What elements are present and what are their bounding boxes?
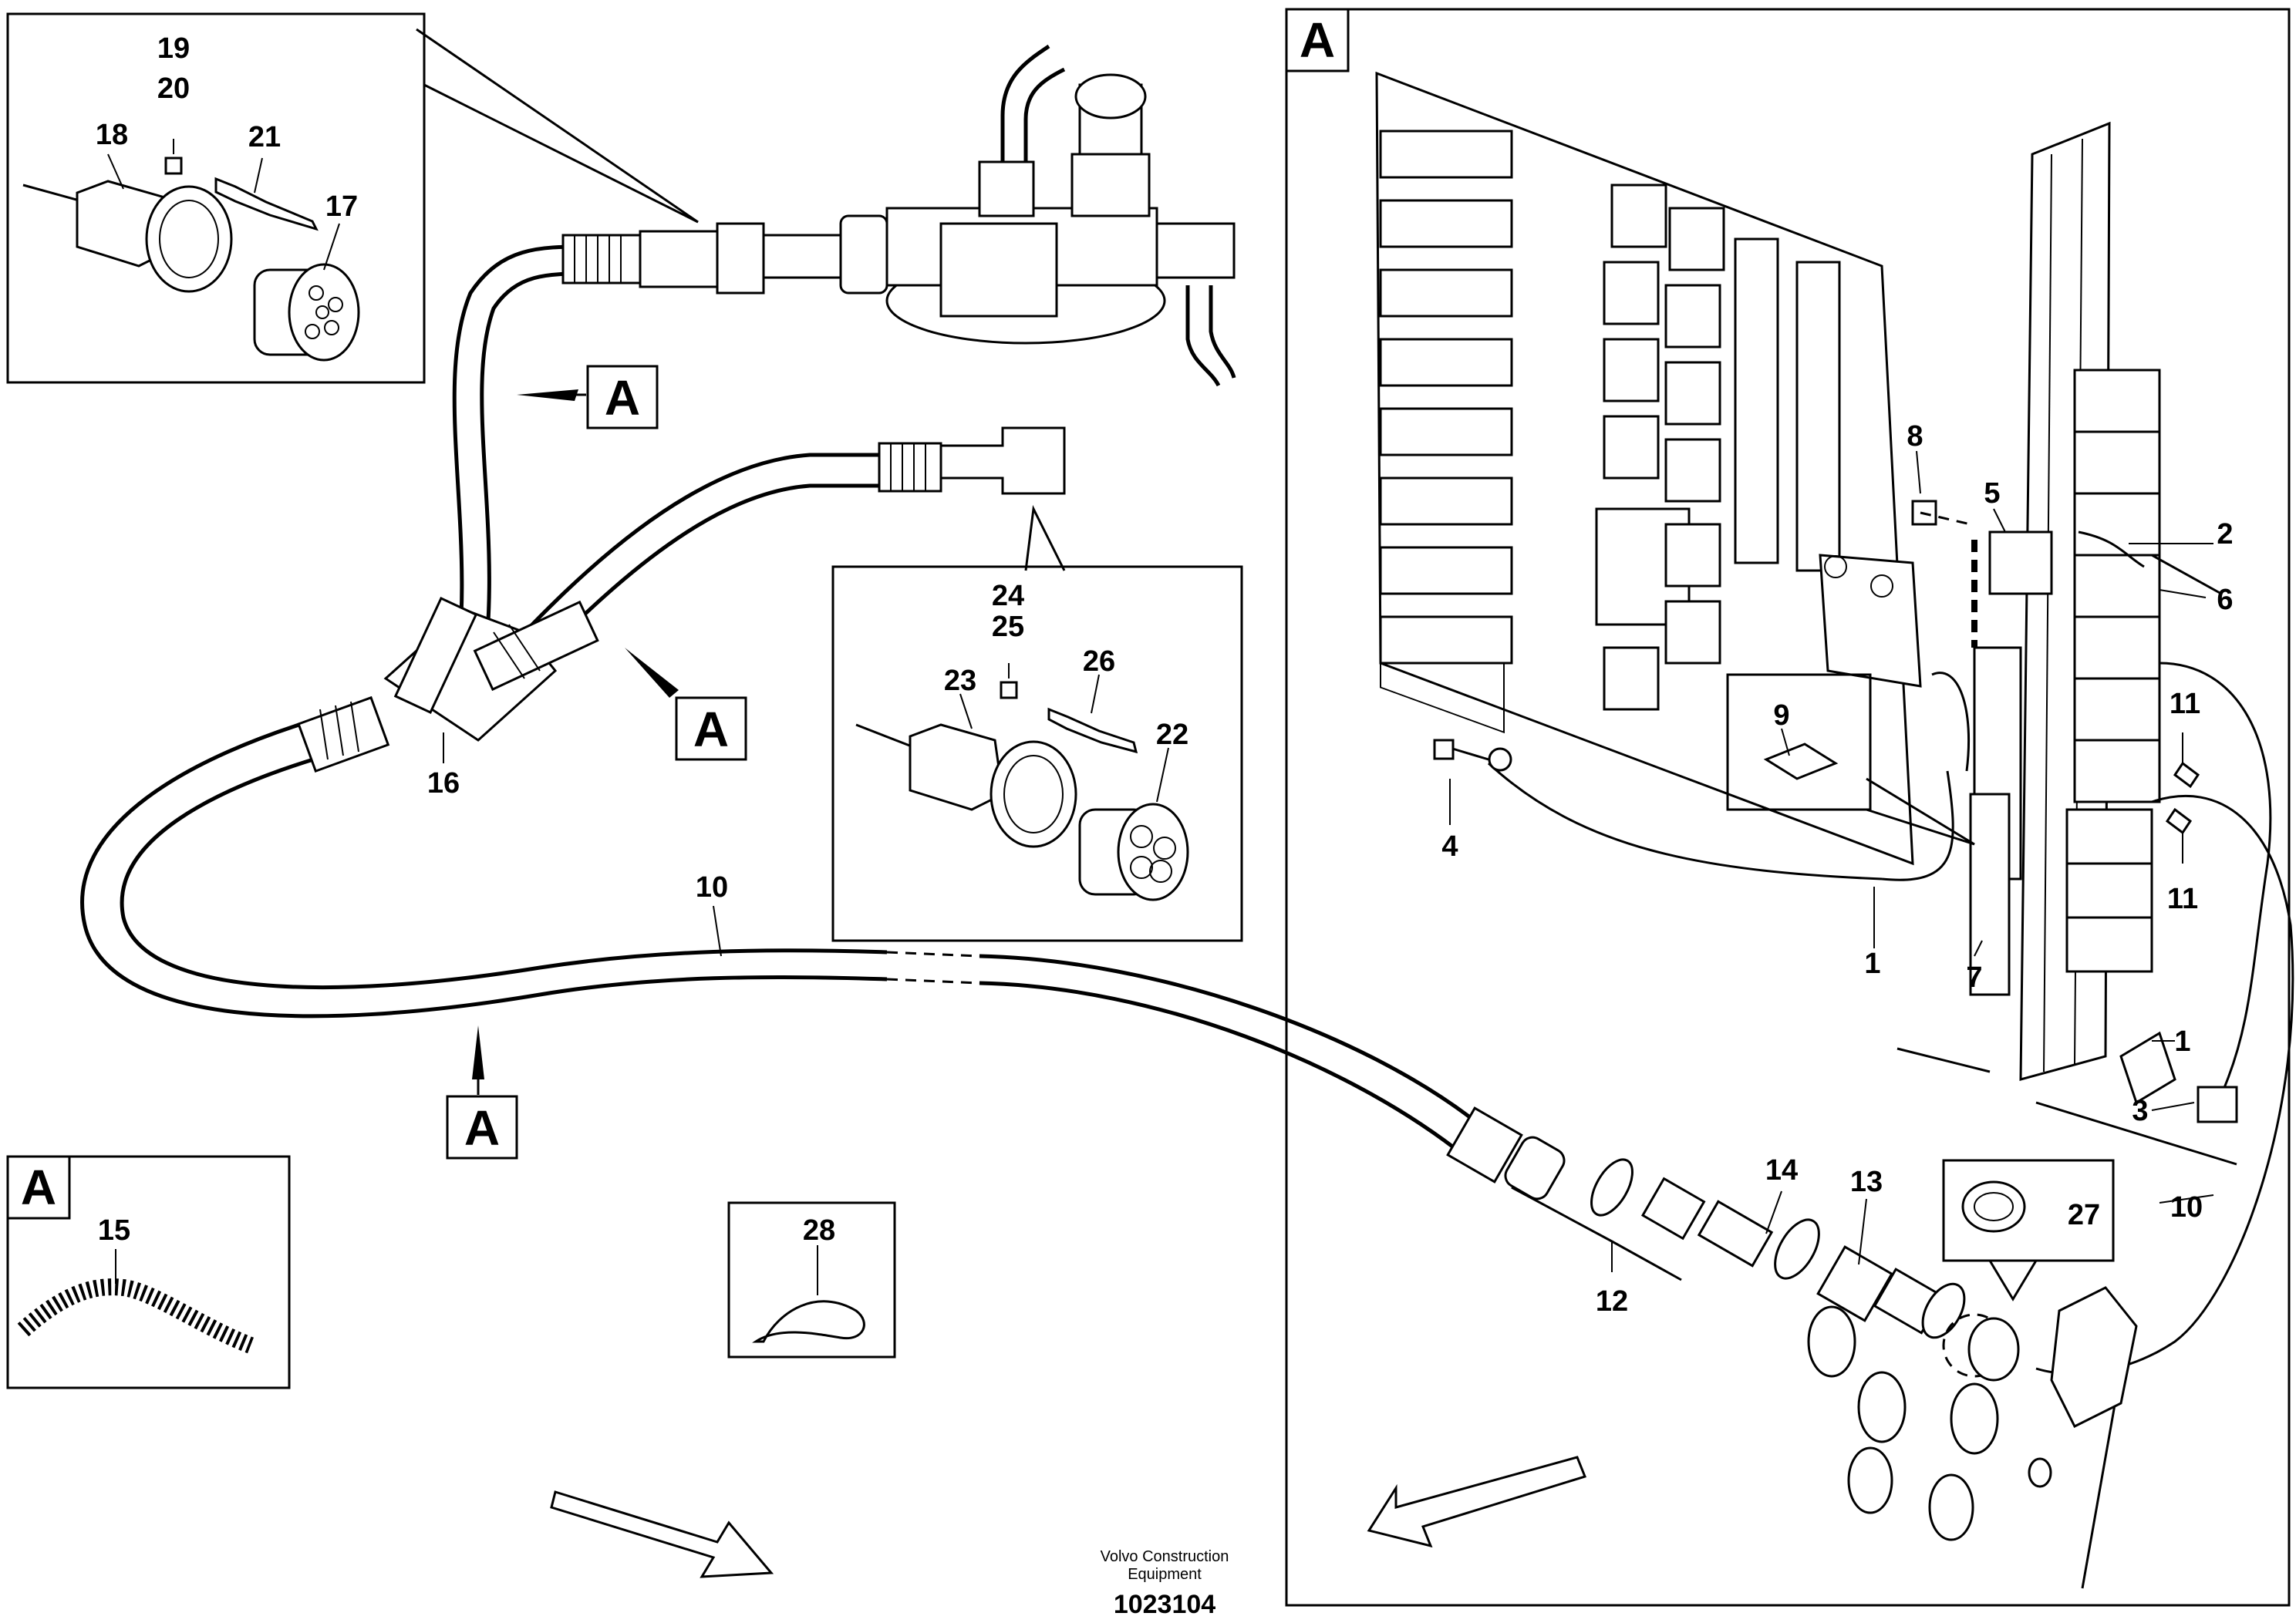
panel-view-a	[1285, 8, 2294, 1607]
bellows-main	[297, 695, 390, 773]
detail-box-a-spiral	[6, 1155, 291, 1389]
view-marker-a-2: A	[675, 696, 747, 761]
callout-27: 27	[2068, 1199, 2100, 1231]
detail-box-cable-tie	[727, 1201, 896, 1359]
callout-11-upper: 11	[2170, 688, 2200, 720]
callout-6: 6	[2217, 584, 2233, 616]
direction-arrow-right	[1367, 1456, 1586, 1548]
circuit-board	[1375, 71, 1922, 866]
callout-4: 4	[1441, 830, 1458, 863]
callout-10-panel: 10	[2170, 1191, 2203, 1224]
callout-24: 24	[992, 580, 1024, 612]
bellows-lower	[878, 442, 942, 493]
drawing-number: 1023104	[1114, 1590, 1215, 1619]
fittings-12-14	[1446, 1106, 1966, 1339]
svg-text:A: A	[693, 702, 729, 757]
callouts: 19 20 18 21 17 16 10 24 25 23 26 22 15 2…	[96, 32, 2234, 1318]
hose-assembly	[80, 44, 1966, 1339]
sender-unit	[762, 44, 1236, 387]
company-name-line1: Volvo Construction	[1101, 1548, 1229, 1565]
callout-8: 8	[1907, 420, 1923, 453]
svg-text:A: A	[464, 1100, 500, 1156]
callout-18: 18	[96, 119, 128, 151]
callout-14: 14	[1765, 1154, 1798, 1187]
callout-20: 20	[157, 72, 190, 105]
callout-13: 13	[1850, 1166, 1883, 1198]
callout-9: 9	[1773, 699, 1789, 732]
svg-text:A: A	[605, 370, 640, 426]
relay-5	[1988, 530, 2053, 595]
callout-25: 25	[992, 611, 1024, 643]
footer: Volvo Construction Equipment 1023104	[1101, 1548, 1229, 1619]
callout-7: 7	[1966, 961, 1982, 994]
din-rail	[1969, 121, 2161, 1081]
callout-16: 16	[427, 767, 460, 800]
callout-1-right: 1	[2174, 1025, 2190, 1058]
callout-28: 28	[803, 1214, 835, 1247]
callout-17: 17	[325, 190, 358, 223]
callout-11-lower: 11	[2167, 883, 2198, 915]
callout-21: 21	[248, 121, 281, 153]
callout-19: 19	[157, 32, 190, 65]
y-junction	[383, 596, 599, 742]
view-marker-a-1: A	[586, 365, 659, 429]
view-marker-a-box15: A	[21, 1160, 56, 1215]
callout-1-left: 1	[1864, 948, 1880, 980]
direction-arrow-left	[550, 1490, 774, 1578]
callout-2: 2	[2217, 518, 2233, 551]
view-marker-a-panel: A	[1300, 12, 1335, 68]
callout-10-hose: 10	[696, 871, 728, 904]
company-name-line2: Equipment	[1128, 1566, 1202, 1583]
view-marker-a-3: A	[446, 1095, 518, 1160]
detail-box-connector-22	[831, 504, 1243, 942]
callout-5: 5	[1984, 477, 2000, 510]
callout-22: 22	[1156, 719, 1188, 751]
callout-12: 12	[1596, 1285, 1628, 1318]
callout-3: 3	[2132, 1095, 2148, 1127]
bellows-upper	[561, 234, 642, 285]
callout-15: 15	[98, 1214, 130, 1247]
detail-box-connector-17	[6, 12, 699, 384]
callout-26: 26	[1083, 645, 1115, 678]
callout-23: 23	[944, 665, 976, 697]
